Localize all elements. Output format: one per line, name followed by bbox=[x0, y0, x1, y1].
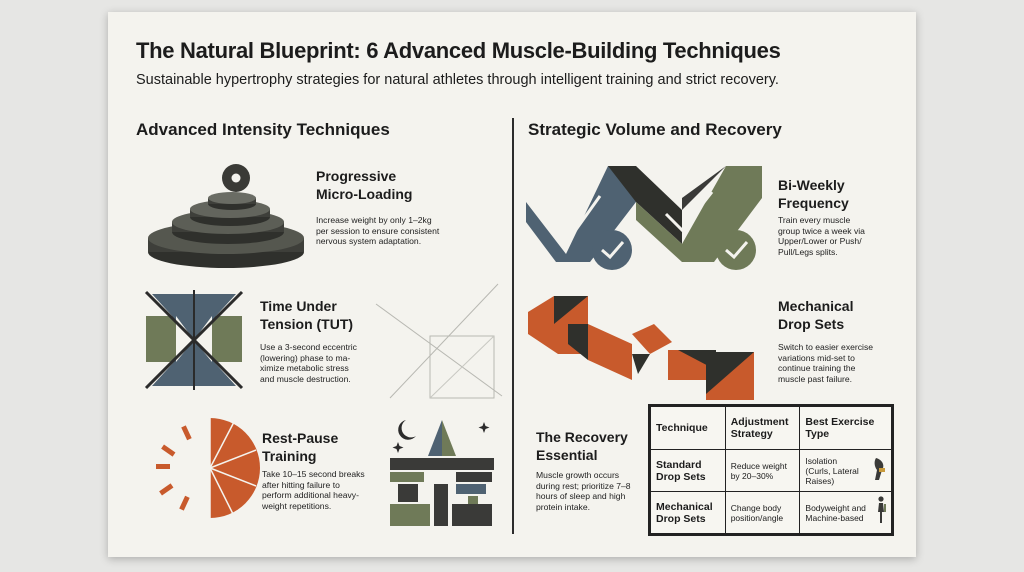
zigzag-descent-icon bbox=[528, 296, 754, 400]
column-divider bbox=[512, 118, 514, 534]
infographic-card: The Natural Blueprint: 6 Advanced Muscle… bbox=[108, 12, 916, 557]
bi-weekly-description: Train every muscle group twice a week vi… bbox=[778, 215, 865, 257]
page-subtitle: Sustainable hypertrophy strategies for n… bbox=[136, 72, 779, 88]
drop-sets-title: Mechanical Drop Sets bbox=[778, 298, 854, 332]
left-section-title: Advanced Intensity Techniques bbox=[136, 120, 390, 139]
micro-loading-description: Increase weight by only 1–2kg per sessio… bbox=[316, 215, 440, 247]
arm-muscle-icon bbox=[874, 458, 885, 481]
hourglass-tension-icon bbox=[144, 290, 244, 390]
double-checkmark-icon bbox=[526, 166, 762, 270]
decorative-grid-lines bbox=[375, 283, 503, 399]
recovery-description: Muscle growth occurs during rest; priori… bbox=[536, 470, 631, 512]
tut-description: Use a 3-second eccentric (lowering) phas… bbox=[260, 342, 357, 384]
person-figure-icon bbox=[878, 496, 886, 524]
page-title: The Natural Blueprint: 6 Advanced Muscle… bbox=[136, 38, 781, 63]
right-section-title: Strategic Volume and Recovery bbox=[528, 120, 782, 139]
micro-loading-title: Progressive Micro-Loading bbox=[316, 168, 413, 202]
stopwatch-icon bbox=[156, 418, 260, 518]
drop-sets-description: Switch to easier exercise variations mid… bbox=[778, 342, 874, 384]
rest-pause-description: Take 10–15 second breaks after hitting f… bbox=[262, 469, 365, 511]
tut-title: Time Under Tension (TUT) bbox=[260, 298, 354, 332]
table-header-technique: Technique bbox=[650, 405, 726, 451]
bi-weekly-title: Bi-Weekly Frequency bbox=[778, 177, 849, 211]
rest-pause-title: Rest-Pause Training bbox=[262, 430, 339, 464]
moon-stars-structure-icon bbox=[390, 420, 494, 526]
recovery-title: The Recovery Essential bbox=[536, 429, 628, 463]
stacked-weight-plates-icon bbox=[148, 164, 304, 268]
